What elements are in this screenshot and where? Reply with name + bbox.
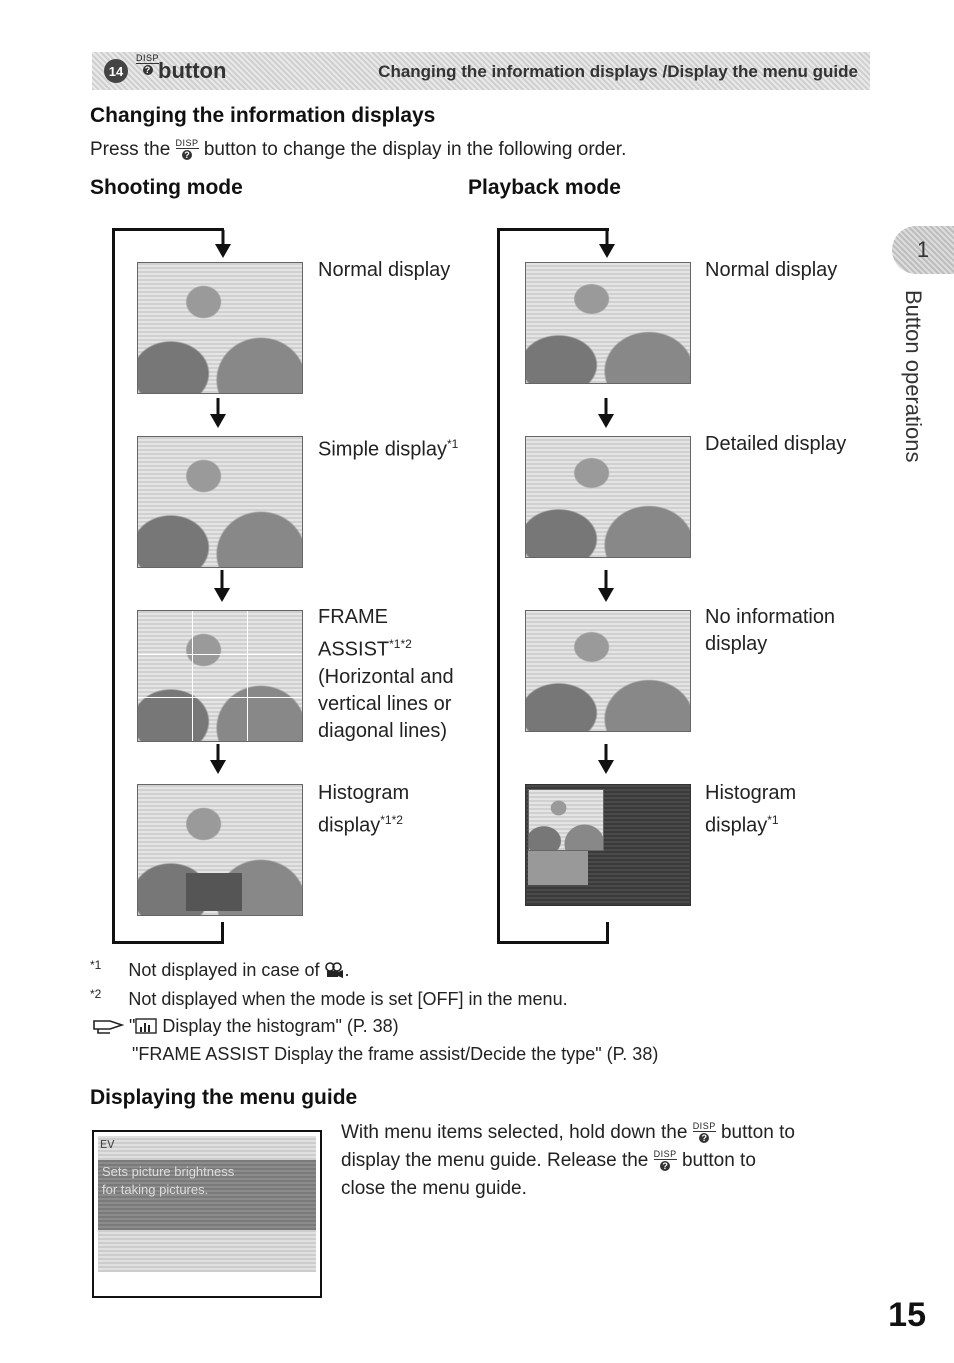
- flow-line-left: [497, 228, 500, 944]
- section-intro: Press the DISP? button to change the dis…: [90, 138, 627, 161]
- disp-button-icon: DISP?: [692, 1121, 716, 1144]
- section-title-info-displays: Changing the information displays: [90, 104, 436, 127]
- lcd-simple-display-image: [137, 436, 303, 568]
- chapter-number-badge: 14: [104, 59, 128, 83]
- lcd-pb-detailed-image: [525, 436, 691, 558]
- lcd-normal-display-image: [137, 262, 303, 394]
- label-pb-detailed-display: Detailed display: [705, 433, 847, 455]
- label-normal-display: Normal display: [318, 259, 451, 281]
- label-frame-assist: FRAME ASSIST*1*2(Horizontal and vertical…: [318, 606, 454, 742]
- label-histogram-display: Histogram display*1*2: [318, 782, 410, 837]
- arrow-down-icon: [215, 230, 231, 258]
- chapter-side-title: Button operations: [901, 290, 926, 463]
- flow-line-top: [112, 228, 224, 231]
- arrow-down-icon: [598, 744, 614, 774]
- label-pb-no-information: No information display: [705, 606, 836, 655]
- histogram-icon: [135, 1018, 158, 1034]
- menu-guide-screen-image: EV Sets picture brightness for taking pi…: [92, 1130, 322, 1298]
- header-right-title: Changing the information displays /Displ…: [378, 62, 858, 81]
- section-title-menu-guide: Displaying the menu guide: [90, 1086, 358, 1109]
- lcd-frame-assist-image: [137, 610, 303, 742]
- flow-line-top: [497, 228, 609, 231]
- arrow-down-icon: [214, 570, 230, 602]
- label-pb-histogram: Histogram display*1: [705, 782, 797, 837]
- lcd-pb-histogram-image: [525, 784, 691, 906]
- arrow-down-icon: [210, 398, 226, 428]
- arrow-down-icon: [210, 744, 226, 774]
- menu-guide-instructions: With menu items selected, hold down the …: [341, 1121, 795, 1199]
- arrow-down-icon: [599, 230, 615, 258]
- lcd-pb-normal-image: [525, 262, 691, 384]
- header-bar: [92, 52, 870, 90]
- movie-icon: [325, 962, 344, 978]
- reference-1: " Display the histogram" (P. 38): [92, 1016, 399, 1037]
- disp-button-icon: DISP?: [175, 138, 199, 161]
- playback-mode-title: Playback mode: [468, 176, 621, 199]
- hand-pointer-icon: [93, 1020, 125, 1034]
- page-number: 15: [888, 1296, 926, 1334]
- disp-button-icon: DISP?: [136, 53, 160, 75]
- label-simple-display: Simple display*1: [318, 437, 459, 461]
- flow-line-bottom: [112, 941, 224, 944]
- chapter-tab: 1: [892, 226, 954, 274]
- flow-line-bottom-stub: [221, 922, 224, 944]
- lcd-histogram-image: [137, 784, 303, 916]
- header-button-label: button: [158, 58, 227, 83]
- footnote-1: *1 Not displayed in case of .: [90, 958, 350, 980]
- disp-button-icon: DISP?: [653, 1149, 677, 1172]
- flow-line-bottom: [497, 941, 609, 944]
- label-pb-normal-display: Normal display: [705, 259, 838, 281]
- footnote-2: *2 Not displayed when the mode is set [O…: [90, 987, 568, 1009]
- reference-2: "FRAME ASSIST Display the frame assist/D…: [132, 1044, 659, 1064]
- arrow-down-icon: [598, 398, 614, 428]
- shooting-mode-title: Shooting mode: [90, 176, 243, 199]
- flow-line-bottom-stub: [606, 922, 609, 944]
- flow-line-left: [112, 228, 115, 944]
- lcd-pb-noinfo-image: [525, 610, 691, 732]
- arrow-down-icon: [598, 570, 614, 602]
